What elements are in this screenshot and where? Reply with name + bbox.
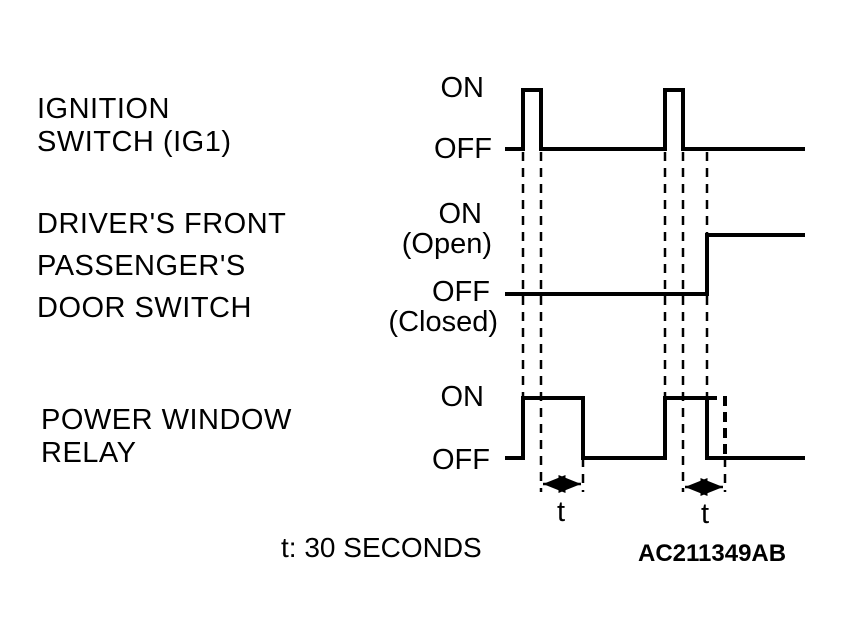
figure-id: AC211349AB [638, 540, 787, 567]
door-closed-label: (Closed) [388, 306, 498, 338]
interval-label-2: t [701, 498, 710, 530]
door-title-line1: DRIVER'S FRONT [37, 208, 287, 240]
relay-title-line2: RELAY [41, 437, 137, 469]
relay-title-line1: POWER WINDOW [41, 404, 292, 436]
ignition-title-line1: IGNITION [37, 93, 170, 125]
ignition-title-line2: SWITCH (IG1) [37, 126, 232, 158]
timing-reference-lines [521, 152, 727, 492]
ignition-waveform [505, 88, 805, 151]
door-switch-waveform [505, 233, 805, 296]
door-on-label: ON [438, 198, 483, 230]
relay-off-label: OFF [432, 444, 490, 476]
ignition-off-label: OFF [434, 133, 492, 165]
ignition-on-label: ON [440, 72, 485, 104]
relay-on-label: ON [440, 381, 485, 413]
interval-label-1: t [557, 496, 566, 528]
door-title-line3: DOOR SWITCH [37, 292, 252, 324]
ignition-switch-title: IGNITION SWITCH (IG1) [37, 93, 232, 159]
relay-dashed-extension [707, 396, 727, 458]
timing-note: t: 30 SECONDS [281, 532, 482, 563]
power-window-relay-title: POWER WINDOW RELAY [41, 404, 292, 470]
door-title-line2: PASSENGER'S [37, 250, 246, 282]
door-switch-title: DRIVER'S FRONT PASSENGER'S DOOR SWITCH [37, 203, 286, 329]
door-open-label: (Open) [401, 228, 492, 260]
relay-waveform [505, 396, 805, 460]
door-off-label: OFF [432, 276, 490, 308]
